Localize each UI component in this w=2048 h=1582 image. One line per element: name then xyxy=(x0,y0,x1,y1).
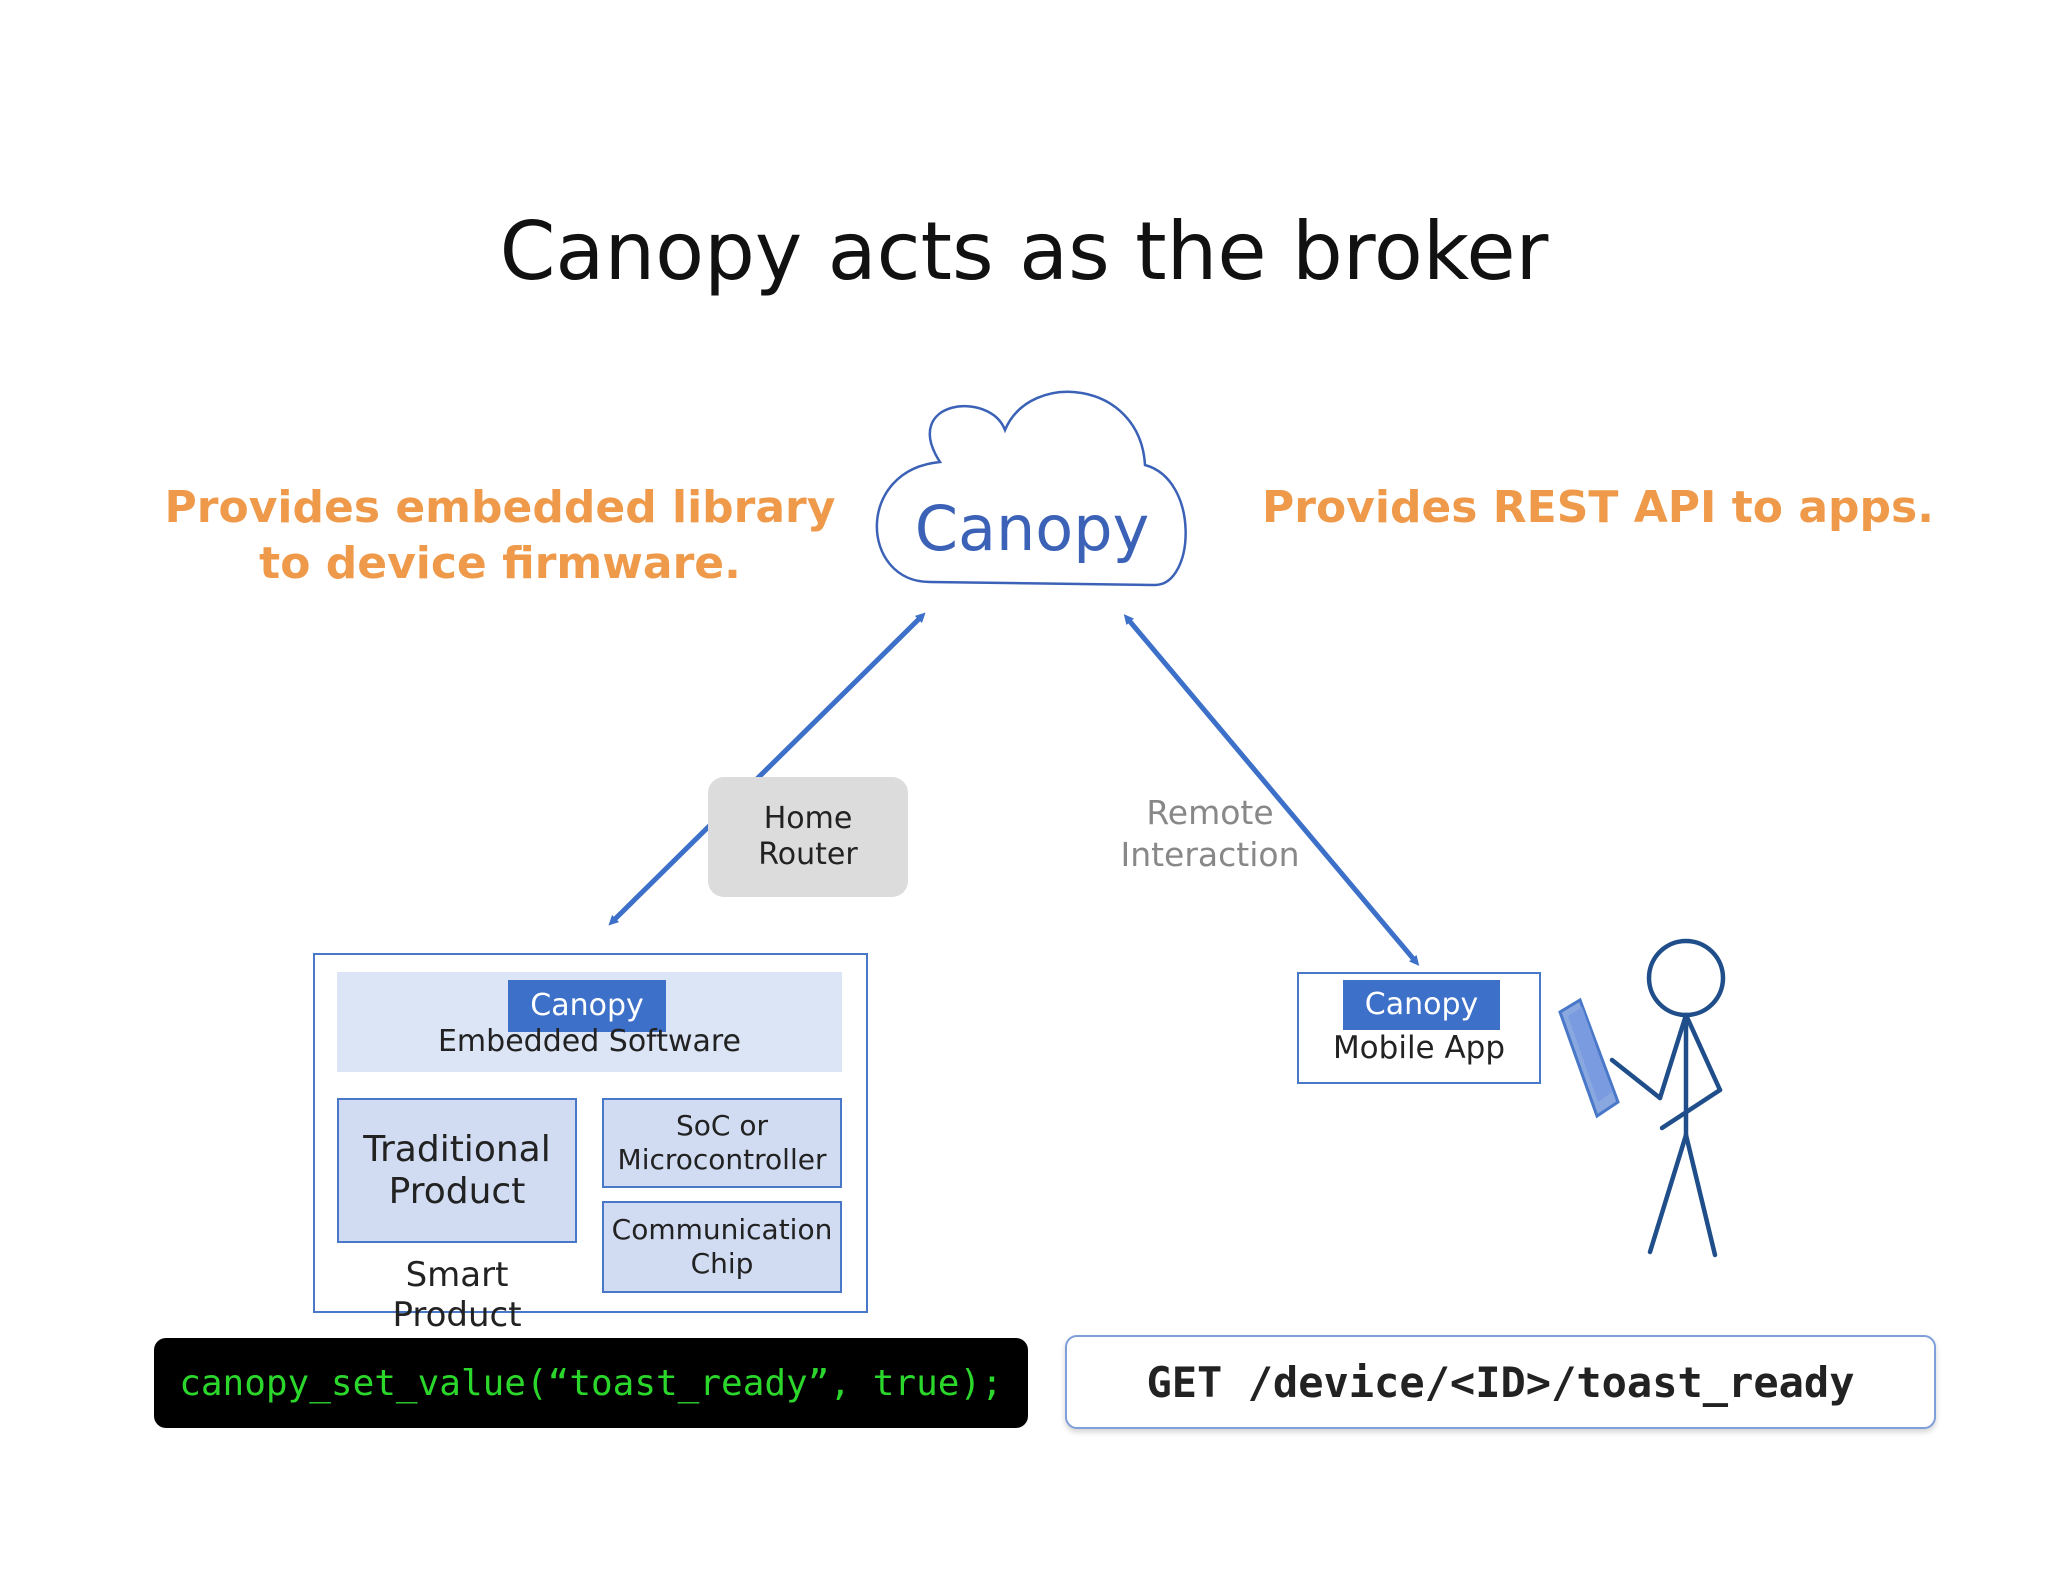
remote-line1: Remote xyxy=(1146,793,1274,832)
soc-line2: Microcontroller xyxy=(617,1143,827,1176)
arrow-device-cloud xyxy=(608,612,926,926)
remote-interaction-label: Remote Interaction xyxy=(1110,792,1310,876)
code-embedded-call: canopy_set_value(“toast_ready”, true); xyxy=(154,1338,1028,1428)
traditional-line2: Product xyxy=(388,1170,526,1212)
left-note: Provides embedded library to device firm… xyxy=(150,480,850,592)
soc-line1: SoC or xyxy=(676,1109,768,1142)
mobile-app-label: Mobile App xyxy=(1332,1030,1506,1066)
cloud-label: Canopy xyxy=(914,492,1150,565)
canopy-tag-mobile: Canopy xyxy=(1343,980,1500,1030)
left-note-line1: Provides embedded library xyxy=(164,482,836,533)
traditional-product-tile: Traditional Product xyxy=(337,1098,577,1243)
canopy-tag-embedded: Canopy xyxy=(508,980,666,1032)
cloud-icon xyxy=(875,390,1187,587)
stick-figure-icon xyxy=(1609,938,1726,1258)
router-line2: Router xyxy=(758,837,858,872)
smart-product-label: Smart Product xyxy=(392,1255,522,1335)
left-note-line2: to device firmware. xyxy=(259,538,741,589)
tablet-icon xyxy=(1558,997,1620,1119)
router-line1: Home xyxy=(763,801,853,836)
home-router: Home Router xyxy=(708,777,908,897)
remote-line2: Interaction xyxy=(1120,835,1300,874)
embedded-software-label: Embedded Software xyxy=(437,1024,742,1059)
soc-tile: SoC or Microcontroller xyxy=(602,1098,842,1188)
traditional-line1: Traditional xyxy=(363,1128,551,1170)
comm-line1: Communication xyxy=(611,1213,833,1246)
right-note: Provides REST API to apps. xyxy=(1262,482,1934,533)
comm-line2: Chip xyxy=(690,1247,754,1280)
arrow-cloud-app xyxy=(1123,614,1420,966)
page-title: Canopy acts as the broker xyxy=(499,205,1549,298)
comm-chip-tile: Communication Chip xyxy=(602,1201,842,1293)
code-rest-call: GET /device/<ID>/toast_ready xyxy=(1065,1335,1936,1429)
